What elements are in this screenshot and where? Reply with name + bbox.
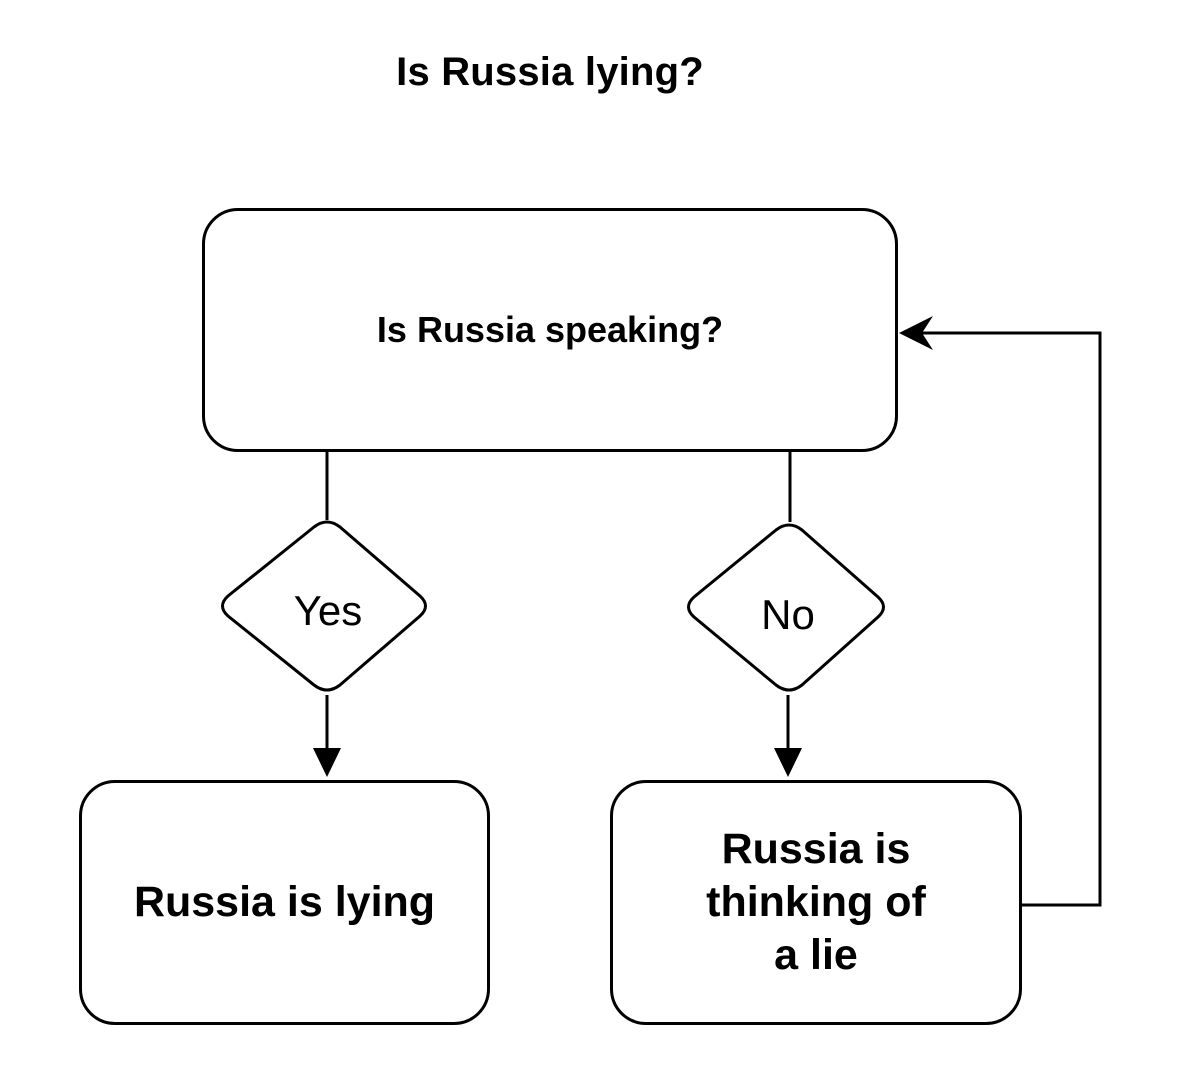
- decision-label-yes: Yes: [293, 587, 363, 634]
- decision-diamond-yes: [221, 520, 427, 692]
- diagram-title: Is Russia lying?: [396, 50, 704, 94]
- arrowhead-down-icon: [313, 748, 341, 777]
- node-label-line: thinking of: [706, 878, 926, 927]
- node-is-russia-speaking: Is Russia speaking?: [202, 208, 898, 452]
- node-label-line: a lie: [774, 930, 858, 979]
- arrowhead-down-icon: [774, 748, 802, 777]
- arrowhead-left-icon: [899, 316, 933, 350]
- decision-diamond-no: [687, 523, 885, 692]
- node-label: Russia is thinking of a lie: [706, 823, 926, 982]
- node-russia-thinking-of-lie: Russia is thinking of a lie: [610, 780, 1022, 1025]
- decision-label-no: No: [761, 591, 815, 638]
- node-label: Is Russia speaking?: [376, 309, 724, 351]
- node-russia-is-lying: Russia is lying: [79, 780, 490, 1025]
- connector-loop-back: [915, 331, 1102, 907]
- node-label: Russia is lying: [133, 877, 436, 926]
- node-label-line: Russia is: [721, 825, 911, 874]
